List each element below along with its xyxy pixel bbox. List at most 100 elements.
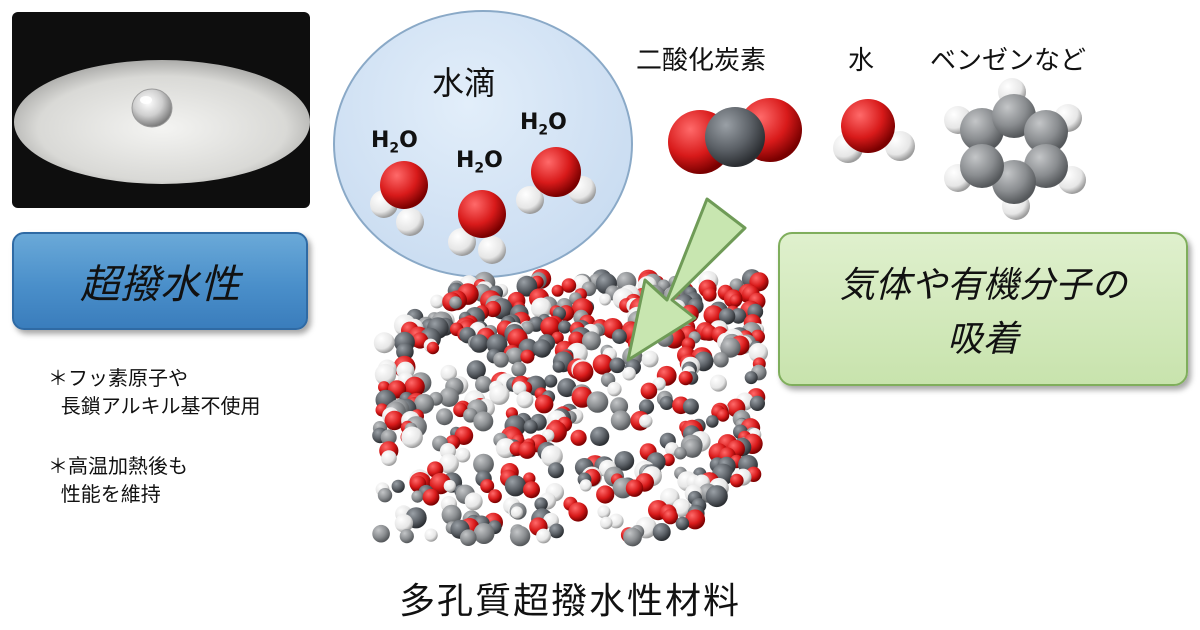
water-molecule-model [833,99,915,163]
framework-atom [480,479,495,493]
framework-atom [534,394,554,414]
framework-atom [460,529,477,546]
framework-atom [623,527,642,547]
framework-atom [716,409,730,422]
framework-atom [709,374,727,392]
framework-atom [674,446,687,460]
framework-atom [426,341,440,355]
framework-atom [558,320,572,334]
h2o-label: H2O [456,148,503,177]
framework-atom [443,479,456,493]
water-molecule [370,161,428,236]
framework-atom [551,284,564,297]
framework-atom [411,490,424,503]
framework-atom [401,426,423,449]
droplet-title: 水滴 [432,64,497,102]
framework-atom [713,352,729,368]
framework-atom [748,343,768,363]
framework-atom [399,529,414,544]
framework-atom [520,349,535,364]
framework-atom [493,352,509,368]
framework-atom [469,334,489,353]
framework-atom [652,523,671,541]
framework-atom [720,337,741,358]
framework-atom [597,505,611,519]
framework-atom [610,397,629,416]
framework-atom [705,485,728,508]
framework-atom [706,415,719,428]
framework-atom [702,287,717,302]
water-molecule [516,147,596,214]
framework-atom [744,371,758,385]
framework-atom [703,305,724,326]
framework-atom [473,411,494,432]
framework-atom [599,293,612,306]
framework-atom [534,497,548,511]
framework-atom [504,475,526,497]
framework-atom [414,393,435,414]
framework-atom [682,438,702,458]
framework-atom [549,523,564,539]
benzene-label: ベンゼンなど [930,46,1087,76]
framework-atom [441,504,462,525]
framework-atom [678,371,693,386]
framework-atom [547,462,564,479]
framework-atom [614,451,635,471]
framework-atom [572,361,594,382]
framework-atom [440,364,457,382]
framework-atom [391,479,405,493]
co2-label: 二酸化炭素 [636,46,767,76]
framework-atom [640,382,658,400]
framework-atom [384,410,405,431]
framework-atom [473,453,494,475]
framework-atom [380,429,397,446]
framework-atom [532,339,552,358]
framework-atom [581,331,601,351]
framework-atom [495,438,516,459]
framework-atom [509,525,531,547]
framework-atom [541,445,563,467]
framework-atom [473,523,495,544]
framework-atom [561,278,577,293]
framework-atom [439,453,459,474]
framework-atom [404,376,425,397]
framework-atom [568,502,588,522]
note-no-fluorine: ＊フッ素原子や 長鎖アルキル基不使用 [48,366,261,418]
framework-atom [592,354,614,375]
framework-atom [523,419,538,434]
framework-atom [718,308,736,325]
framework-atom [596,485,615,504]
framework-atom [506,347,524,365]
powder-droplet-photo [12,12,310,208]
framework-atom [373,332,395,354]
framework-atom [530,297,552,319]
framework-atom [516,391,534,409]
framework-atom [449,296,462,309]
framework-atom [609,357,625,374]
framework-atom [610,410,631,431]
framework-atom [488,489,502,504]
h2o-label: H2O [371,128,418,157]
framework-atom [641,350,659,368]
framework-atom [639,414,653,428]
framework-atom [675,516,690,531]
framework-atom [590,426,610,446]
water-molecule [448,190,506,264]
framework-atom [396,342,414,361]
adsorption-box [778,232,1188,386]
framework-atom [749,395,765,411]
framework-atom [672,498,691,518]
framework-atom [638,399,655,415]
framework-atom [424,528,438,542]
framework-atom [685,509,706,530]
framework-atom [540,316,561,337]
framework-atom [730,473,744,488]
framework-atom [622,366,636,381]
framework-atom [662,509,678,525]
framework-atom [510,506,523,519]
framework-atom [552,360,565,373]
framework-atom [511,361,527,377]
